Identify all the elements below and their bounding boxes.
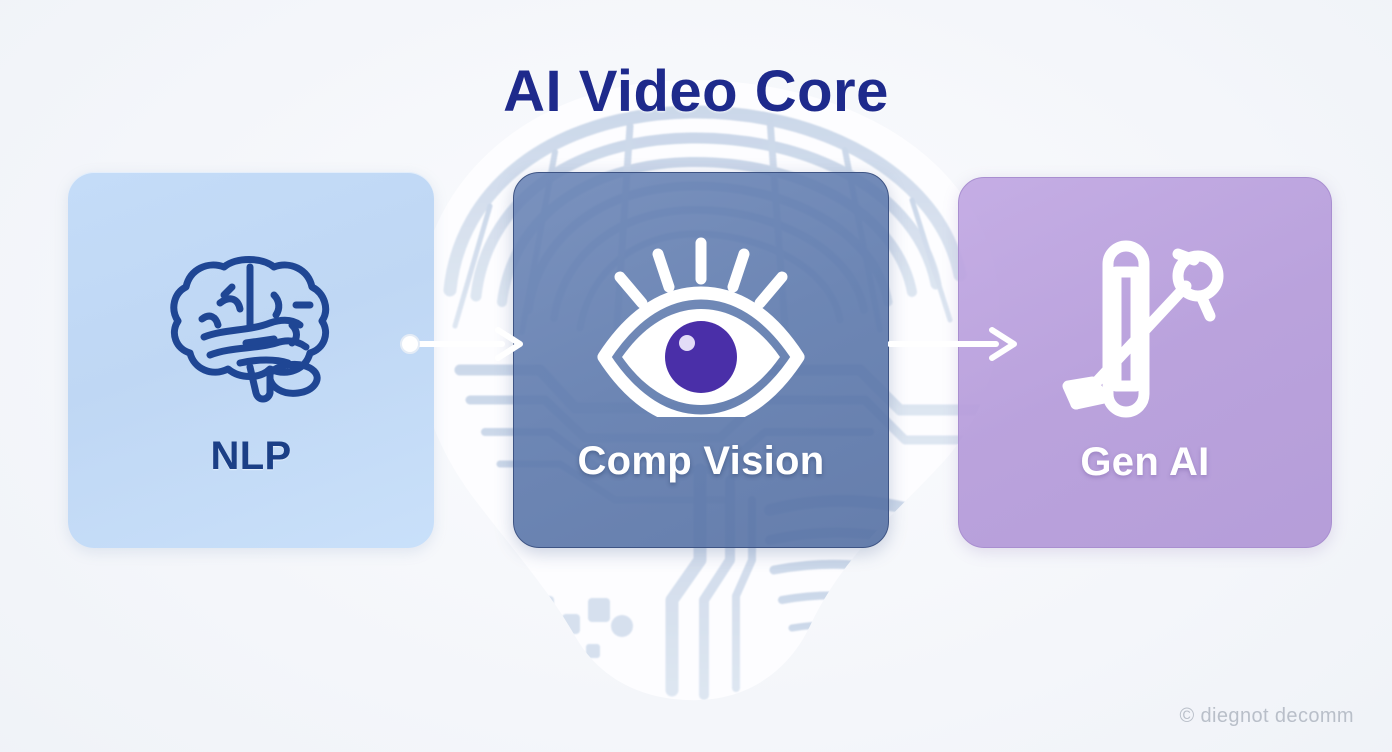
magic-wand-icon (959, 228, 1331, 428)
node-card-gen-ai[interactable]: Gen AI (958, 177, 1332, 548)
page-title: AI Video Core (503, 59, 889, 124)
node-label-gen-ai: Gen AI (1080, 440, 1210, 484)
node-label-nlp: NLP (210, 434, 292, 478)
watermark: © diegnot decomm (1179, 705, 1354, 727)
connector-comp-vision-to-gen-ai (888, 327, 1017, 361)
node-card-nlp[interactable]: NLP (68, 172, 434, 548)
node-card-comp-vision[interactable]: Comp Vision (513, 172, 889, 548)
eye-icon (514, 227, 888, 427)
node-label-comp-vision: Comp Vision (577, 439, 825, 483)
connector-nlp-to-comp-vision (400, 327, 523, 361)
brain-icon (68, 230, 434, 420)
